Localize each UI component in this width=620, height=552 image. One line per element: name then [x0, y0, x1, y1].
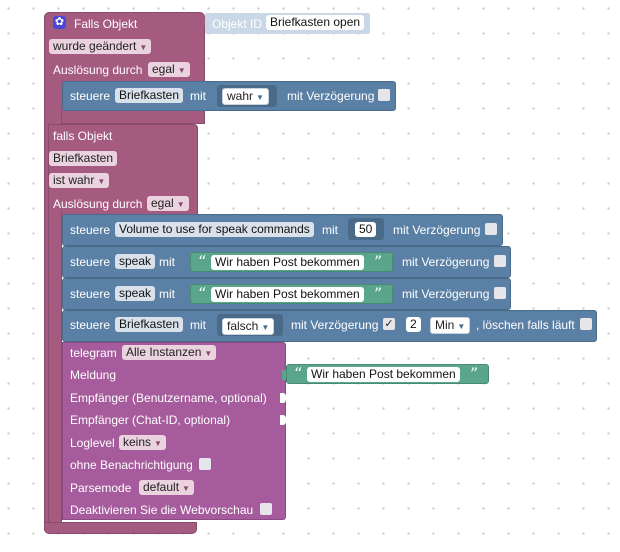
delay-checkbox[interactable]: [485, 223, 497, 235]
parsemode-text: default: [143, 480, 180, 494]
instance-text: Alle Instanzen: [126, 345, 202, 359]
telegram-title: telegram: [70, 346, 117, 360]
silent-checkbox[interactable]: [199, 458, 211, 470]
if-object-spine: [48, 210, 62, 522]
ausloesung-label: Auslösung durch: [53, 63, 143, 77]
string-value[interactable]: Wir haben Post bekommen: [211, 287, 364, 302]
trigger-title: Falls Objekt: [74, 17, 138, 31]
webpreview-checkbox[interactable]: [260, 503, 272, 515]
steuere-label: steuere: [70, 223, 111, 237]
dropdown-arrow-icon: ▼: [177, 66, 186, 75]
quote-open-icon: “: [294, 364, 303, 383]
condition-dropdown[interactable]: wurde geändert▼: [49, 39, 152, 54]
quote-close-icon: ”: [374, 252, 383, 271]
parsemode-dropdown[interactable]: default▼: [139, 480, 194, 495]
gear-icon[interactable]: ✿: [53, 16, 66, 29]
empfaenger-user-label: Empfänger (Benutzername, optional): [70, 391, 267, 405]
dropdown-arrow-icon: ▼: [154, 439, 162, 448]
delay-amount-input[interactable]: 2: [406, 317, 421, 332]
delay-checkbox[interactable]: [494, 255, 506, 267]
dropdown-arrow-icon: ▼: [97, 177, 106, 186]
target-dropdown[interactable]: Briefkasten: [115, 88, 184, 103]
empfaenger-chat-label: Empfänger (Chat-ID, optional): [70, 413, 231, 427]
target-dropdown[interactable]: speak: [115, 254, 156, 269]
mit-label: mit: [322, 223, 338, 237]
dropdown-arrow-icon: ▼: [176, 200, 185, 209]
if-ausloesung-dropdown[interactable]: egal▼: [147, 196, 189, 211]
string-value[interactable]: Wir haben Post bekommen: [211, 255, 364, 270]
steuere-label: steuere: [70, 318, 111, 332]
if-ausloesung-text: egal: [151, 196, 174, 210]
delay-label: mit Verzögerung: [287, 89, 375, 103]
quote-open-icon: “: [198, 252, 207, 271]
unit-dropdown[interactable]: Min▼: [430, 317, 471, 334]
clear-running-checkbox[interactable]: [580, 318, 592, 330]
input-notch: [282, 370, 288, 380]
mit-label: mit: [159, 287, 175, 301]
ausloesung-text: egal: [152, 62, 175, 76]
mit-label: mit: [190, 318, 206, 332]
if-object-text: Briefkasten: [53, 151, 114, 165]
if-condition-dropdown[interactable]: ist wahr▼: [49, 173, 110, 188]
mit-label: mit: [159, 255, 175, 269]
quote-close-icon: ”: [470, 364, 479, 383]
delay-checkbox[interactable]: ✓: [383, 318, 395, 330]
ausloesung-dropdown[interactable]: egal▼: [148, 62, 190, 77]
delay-checkbox[interactable]: [494, 287, 506, 299]
steuere-label: steuere: [70, 287, 111, 301]
delay-label: mit Verzögerung: [402, 287, 490, 301]
if-object-selector[interactable]: Briefkasten: [49, 151, 118, 166]
value-text: wahr: [227, 89, 254, 103]
delay-label: mit Verzögerung: [291, 318, 379, 332]
silent-label: ohne Benachrichtigung: [70, 458, 193, 472]
dropdown-arrow-icon: ▼: [204, 349, 213, 358]
value-dropdown[interactable]: falsch▼: [222, 318, 275, 335]
volume-value-input[interactable]: 50: [355, 222, 377, 237]
if-condition-text: ist wahr: [53, 173, 95, 187]
dropdown-arrow-icon: ▼: [261, 323, 270, 332]
value-text: falsch: [227, 319, 259, 333]
delay-label: mit Verzögerung: [393, 223, 481, 237]
quote-open-icon: “: [198, 284, 207, 303]
quote-close-icon: ”: [374, 284, 383, 303]
webpreview-label: Deaktivieren Sie die Webvorschau: [70, 503, 254, 517]
loglevel-label: Loglevel: [70, 436, 115, 450]
dropdown-arrow-icon: ▼: [139, 43, 148, 52]
unit-text: Min: [435, 318, 455, 332]
string-block[interactable]: “ Wir haben Post bekommen ”: [190, 252, 393, 272]
input-notch: [199, 17, 205, 27]
target-dropdown[interactable]: Briefkasten: [115, 317, 184, 332]
target-dropdown[interactable]: Volume to use for speak commands: [115, 222, 314, 237]
parsemode-label: Parsemode: [70, 481, 132, 495]
loglevel-text: keins: [123, 435, 152, 449]
loglevel-dropdown[interactable]: keins▼: [119, 435, 166, 450]
dropdown-arrow-icon: ▼: [457, 322, 466, 331]
delay-label: mit Verzögerung: [402, 255, 490, 269]
string-block[interactable]: “ Wir haben Post bekommen ”: [190, 284, 393, 304]
object-id-label: Objekt ID: [212, 17, 263, 31]
control-block-briefkasten-falsch[interactable]: [62, 310, 597, 342]
clear-running-label: , löschen falls läuft: [476, 318, 575, 332]
message-string-value[interactable]: Wir haben Post bekommen: [307, 367, 460, 382]
target-dropdown[interactable]: speak: [115, 286, 156, 301]
mit-label: mit: [190, 89, 206, 103]
object-id-value[interactable]: Briefkasten open: [266, 15, 365, 30]
meldung-label: Meldung: [70, 368, 117, 382]
delay-checkbox[interactable]: [378, 89, 390, 101]
steuere-label: steuere: [70, 89, 111, 103]
empfaenger-user-socket[interactable]: [280, 393, 286, 403]
if-ausloesung-label: Auslösung durch: [53, 197, 143, 211]
condition-text: wurde geändert: [53, 39, 137, 53]
trigger-footer: [44, 522, 197, 534]
if-object-title: falls Objekt: [53, 129, 113, 143]
dropdown-arrow-icon: ▼: [182, 484, 190, 493]
instance-dropdown[interactable]: Alle Instanzen▼: [122, 345, 217, 360]
message-string-block[interactable]: “ Wir haben Post bekommen ”: [286, 364, 489, 384]
value-dropdown[interactable]: wahr▼: [222, 88, 269, 105]
dropdown-arrow-icon: ▼: [256, 93, 264, 102]
steuere-label: steuere: [70, 255, 111, 269]
empfaenger-chat-socket[interactable]: [280, 415, 286, 425]
